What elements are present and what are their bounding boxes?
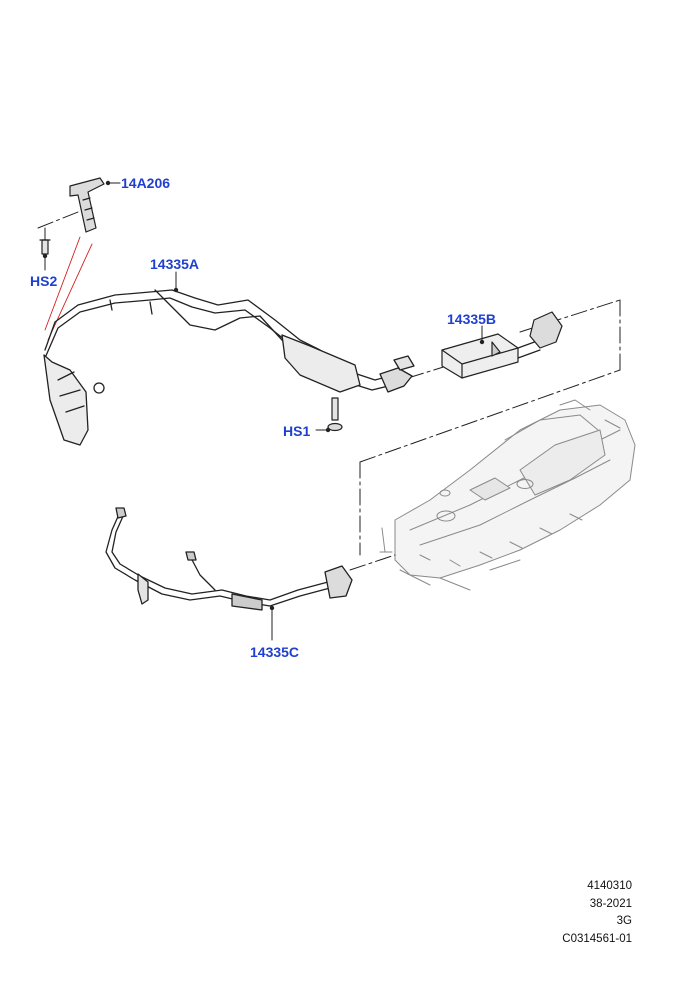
- reference-illustration-id: C0314561-01: [562, 932, 632, 945]
- alignment-lines: [37, 211, 621, 571]
- diagram-reference-block: 4140310 38-2021 3G C0314561-01: [562, 878, 632, 948]
- callout-14335a: 14335A: [150, 256, 200, 272]
- reference-date-code: 38-2021: [589, 897, 632, 910]
- reference-number: 4140310: [587, 880, 632, 892]
- red-leader-lines: [44, 236, 93, 341]
- callout-14335b: 14335B: [447, 311, 497, 327]
- reference-variant: 3G: [616, 915, 632, 927]
- callout-hs1: HS1: [283, 423, 311, 439]
- screw-hs2-part: [39, 239, 51, 255]
- screw-hs1-part: [327, 397, 343, 432]
- bracket-part: [69, 177, 105, 233]
- callout-hs2: HS2: [30, 273, 58, 289]
- harness-14335a-part: [43, 289, 415, 446]
- battery-tray-illustration: [379, 399, 636, 591]
- callout-14a206: 14A206: [121, 175, 171, 191]
- callout-dots: [42, 180, 485, 611]
- harness-14335c-part: [105, 507, 353, 611]
- module-14335b-part: [441, 311, 563, 379]
- callout-14335c: 14335C: [250, 644, 300, 660]
